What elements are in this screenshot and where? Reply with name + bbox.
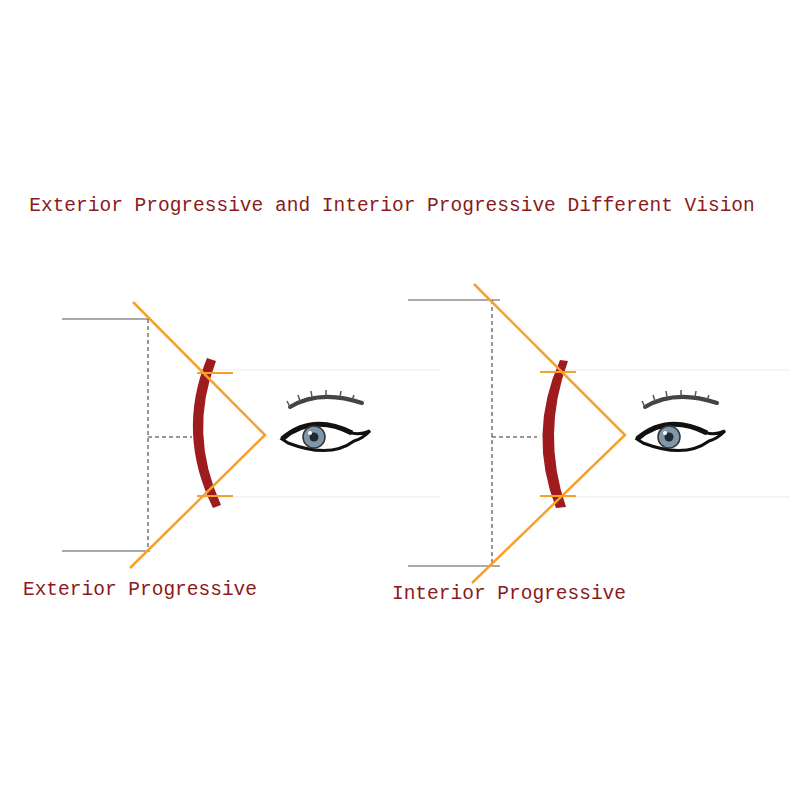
interior-lens-figure [408, 284, 790, 583]
figure-label: Interior Progressive [392, 583, 626, 605]
figure-label: Exterior Progressive [23, 579, 257, 601]
exterior-lens-figure [62, 302, 440, 568]
diagram-title: Exterior Progressive and Interior Progre… [29, 195, 755, 217]
